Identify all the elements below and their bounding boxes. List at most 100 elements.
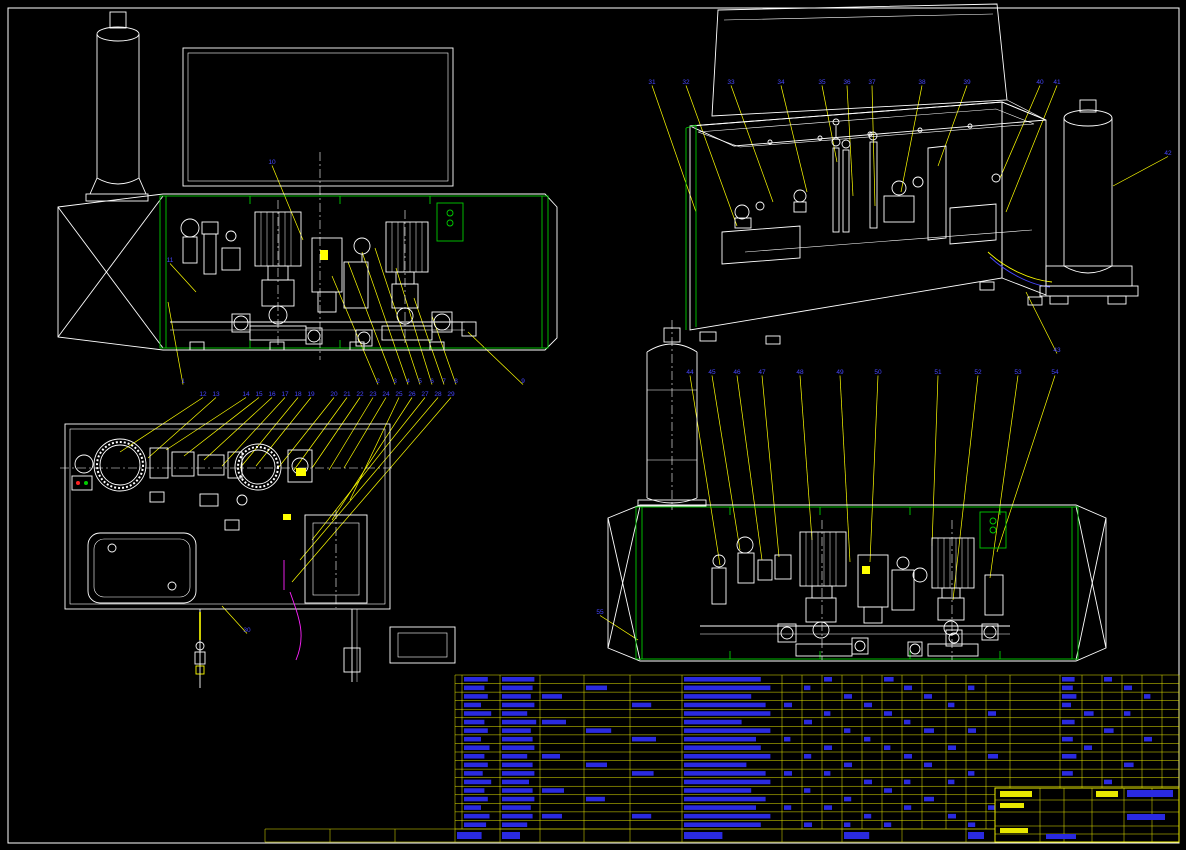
leader-line <box>1025 291 1058 354</box>
leader-line <box>311 397 426 541</box>
rect-shape <box>64 423 391 610</box>
rect-shape <box>397 632 448 658</box>
table-text-bar <box>1144 694 1151 699</box>
path-shape <box>260 212 292 266</box>
circle-shape <box>96 441 144 489</box>
circle-shape <box>734 204 750 220</box>
leader-line <box>343 397 387 469</box>
rect-shape <box>984 574 1004 616</box>
table-text-bar <box>464 762 488 768</box>
rect-shape <box>1079 99 1097 113</box>
polygon-shape <box>1001 101 1047 296</box>
table-text-bar <box>684 728 771 733</box>
table-text-bar <box>1124 762 1134 768</box>
table-text-bar <box>1062 754 1077 759</box>
centerlines-b <box>671 320 953 660</box>
tank-lid-top <box>87 532 197 604</box>
circle-shape <box>817 135 823 141</box>
table-text-bar <box>864 736 871 742</box>
table-text-bar <box>924 762 932 768</box>
circle-shape <box>909 643 921 655</box>
circle-shape <box>867 131 873 137</box>
leader-line <box>221 397 286 467</box>
callout-label: 21 <box>343 391 351 398</box>
rect-shape <box>349 341 365 351</box>
callout-label: 36 <box>843 79 851 86</box>
rect-shape <box>227 451 243 479</box>
leader-line <box>221 605 248 634</box>
callout-label: 8 <box>454 378 458 385</box>
rect-shape <box>201 221 219 235</box>
leader-line <box>761 375 780 558</box>
table-text-bar <box>464 813 490 819</box>
skid-rails-a <box>159 195 549 349</box>
line-shape <box>57 206 164 349</box>
view-side-elevation-a <box>57 11 558 360</box>
table-text-bar <box>464 788 485 793</box>
leader-line <box>736 375 763 561</box>
table-text-bar <box>684 694 752 699</box>
table-text-bar <box>904 805 912 810</box>
leader-line <box>361 251 409 385</box>
leader-line <box>839 375 851 563</box>
table-text-bar <box>464 702 481 708</box>
table-text-bar <box>824 711 831 716</box>
callout-label: 5 <box>418 378 422 385</box>
skid-frame-b <box>607 504 1107 662</box>
table-text-bar <box>864 813 872 819</box>
leader-line <box>467 331 524 385</box>
circle-shape <box>755 201 765 211</box>
table-text-bar <box>684 771 766 776</box>
callout-label: 35 <box>818 79 826 86</box>
table-text-bar <box>1104 728 1114 733</box>
circle-shape <box>967 123 973 129</box>
electrical-box-a <box>436 202 464 242</box>
small-fittings <box>149 491 248 531</box>
strip-text-bar <box>684 832 723 839</box>
table-text-bar <box>684 762 747 768</box>
base-pumps-a <box>170 311 477 351</box>
table-text-bar <box>632 813 652 819</box>
table-text-bar <box>1062 719 1075 725</box>
leader-line <box>347 261 396 385</box>
table-text-bar <box>502 762 533 768</box>
rect-shape <box>203 233 217 275</box>
circle-shape <box>712 554 726 568</box>
rect-shape <box>159 195 549 349</box>
table-text-bar <box>502 728 531 733</box>
callout-label: 38 <box>918 79 926 86</box>
rect-shape <box>224 519 240 531</box>
indicator-red <box>76 481 80 485</box>
polygon-shape <box>711 3 1008 117</box>
rect-shape <box>231 313 251 333</box>
table-text-bar <box>684 796 766 802</box>
table-text-bar <box>586 685 607 691</box>
callout-label: 14 <box>242 391 250 398</box>
callout-label: 18 <box>294 391 302 398</box>
rect-shape <box>287 449 313 483</box>
rect-shape <box>832 147 840 233</box>
table-text-bar <box>586 728 612 733</box>
leader-line <box>349 397 400 501</box>
filter-group-b <box>711 536 792 605</box>
table-text-bar <box>464 694 488 699</box>
table-text-bar <box>684 788 752 793</box>
electrical-box-b <box>979 511 1007 549</box>
rect-shape <box>981 623 999 641</box>
table-text-bar <box>684 677 761 682</box>
pump-motor-group-b1 <box>795 531 853 657</box>
callout-label: 53 <box>1014 369 1022 376</box>
circle-shape <box>234 443 282 491</box>
titleblock-text-bar <box>1127 814 1165 820</box>
table-text-bar <box>948 813 956 819</box>
bom-table <box>264 674 1180 843</box>
callout-label: 19 <box>307 391 315 398</box>
accumulator-bottle-b <box>637 327 707 507</box>
titleblock-text-bar <box>1046 834 1076 839</box>
rect-shape <box>765 335 781 345</box>
rect-shape <box>93 538 191 598</box>
table-text-bar <box>1104 779 1112 785</box>
table-text-bar <box>924 728 934 733</box>
rect-shape <box>637 499 707 507</box>
rect-shape <box>343 647 361 673</box>
